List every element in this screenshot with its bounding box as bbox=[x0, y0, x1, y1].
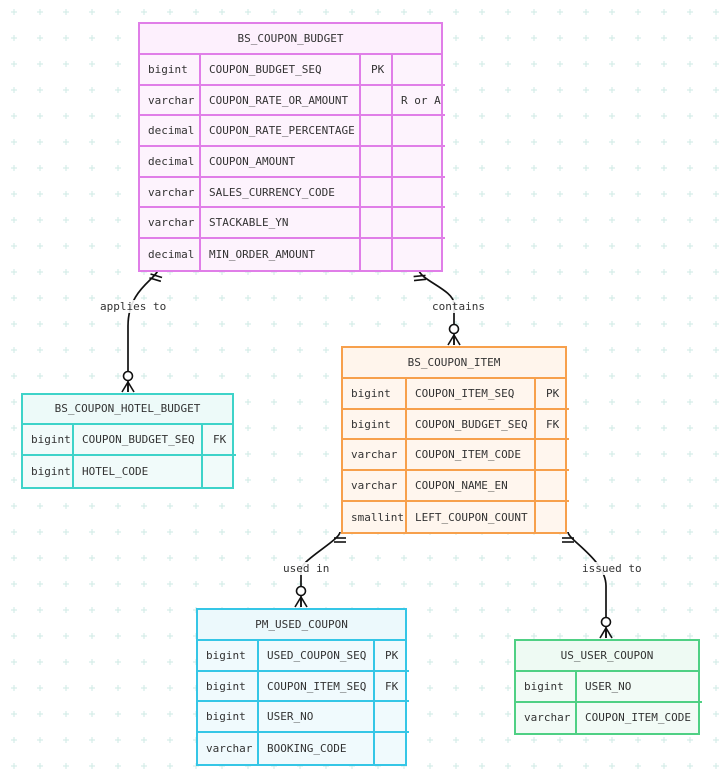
attribute-name: BOOKING_CODE bbox=[259, 733, 375, 764]
attribute-name: SALES_CURRENCY_CODE bbox=[201, 177, 361, 209]
attribute-type: varchar bbox=[343, 440, 407, 472]
attribute-name: COUPON_BUDGET_SEQ bbox=[74, 425, 203, 456]
attribute-type: varchar bbox=[140, 177, 201, 209]
attribute-type: bigint bbox=[23, 456, 74, 487]
attribute-name: COUPON_AMOUNT bbox=[201, 147, 361, 178]
entity-title: BS_COUPON_HOTEL_BUDGET bbox=[23, 395, 232, 425]
attribute-comment bbox=[393, 208, 445, 240]
cardinality-zero-or-many bbox=[599, 616, 613, 639]
attribute-type: varchar bbox=[140, 85, 201, 117]
relationship-label: applies to bbox=[98, 300, 169, 313]
attribute-type: decimal bbox=[140, 147, 201, 178]
attribute-key: PK bbox=[375, 641, 409, 672]
entity-title: US_USER_COUPON bbox=[516, 641, 698, 672]
cardinality-exactly-one bbox=[413, 274, 427, 282]
attribute-key bbox=[361, 147, 393, 178]
attribute-name: LEFT_COUPON_COUNT bbox=[407, 501, 536, 533]
attribute-name: MIN_ORDER_AMOUNT bbox=[201, 239, 361, 270]
attribute-key bbox=[361, 208, 393, 240]
cardinality-exactly-one bbox=[334, 537, 346, 543]
cardinality-zero-or-many bbox=[121, 370, 135, 393]
attribute-key bbox=[361, 177, 393, 209]
attribute-key: FK bbox=[536, 410, 569, 441]
cardinality-zero-or-many bbox=[294, 585, 308, 608]
attribute-name: COUPON_NAME_EN bbox=[407, 471, 536, 502]
attribute-name: COUPON_RATE_PERCENTAGE bbox=[201, 116, 361, 148]
attribute-key: PK bbox=[361, 55, 393, 86]
cardinality-zero-or-many bbox=[447, 323, 461, 346]
attribute-name: STACKABLE_YN bbox=[201, 208, 361, 240]
attribute-name: USER_NO bbox=[259, 702, 375, 734]
cardinality-exactly-one bbox=[149, 273, 163, 283]
attribute-type: varchar bbox=[343, 471, 407, 502]
attribute-type: bigint bbox=[198, 671, 259, 703]
attribute-name: COUPON_ITEM_CODE bbox=[407, 440, 536, 472]
cardinality-exactly-one bbox=[562, 537, 574, 543]
attribute-key: FK bbox=[203, 425, 236, 456]
attribute-key bbox=[361, 85, 393, 117]
attribute-type: bigint bbox=[23, 425, 74, 456]
attribute-type: smallint bbox=[343, 501, 407, 533]
attribute-name: USER_NO bbox=[577, 672, 702, 703]
attribute-comment: R or A bbox=[393, 86, 445, 117]
attribute-type: decimal bbox=[140, 116, 201, 148]
attribute-key: PK bbox=[536, 379, 569, 410]
attribute-type: bigint bbox=[198, 702, 259, 734]
attribute-name: COUPON_BUDGET_SEQ bbox=[201, 55, 361, 86]
attribute-key bbox=[361, 116, 393, 148]
attribute-comment bbox=[393, 147, 445, 178]
relationship-item-user bbox=[562, 531, 613, 639]
entity-title: PM_USED_COUPON bbox=[198, 610, 405, 641]
relationship-budget-hotel bbox=[121, 269, 163, 393]
attribute-type: bigint bbox=[140, 55, 201, 86]
relationship-line bbox=[567, 531, 607, 638]
attribute-key bbox=[361, 239, 393, 270]
attribute-name: COUPON_ITEM_CODE bbox=[585, 711, 691, 725]
attribute-name: COUPON_RATE_OR_AMOUNT bbox=[201, 85, 361, 117]
attribute-key bbox=[375, 702, 409, 734]
attribute-key bbox=[536, 471, 569, 502]
attribute-type: bigint bbox=[343, 379, 407, 410]
attribute-comment bbox=[393, 239, 445, 270]
relationship-line bbox=[127, 269, 159, 392]
attribute-comment bbox=[393, 55, 445, 86]
attribute-type: bigint bbox=[198, 641, 259, 672]
attribute-type: varchar bbox=[140, 208, 201, 240]
attribute-key bbox=[536, 502, 569, 533]
attribute-key bbox=[375, 733, 409, 764]
entity-title: BS_COUPON_BUDGET bbox=[140, 24, 441, 55]
relationship-label: issued to bbox=[580, 562, 644, 575]
attribute-type: varchar bbox=[198, 733, 259, 764]
attribute-comment bbox=[393, 178, 445, 209]
attribute-type: varchar bbox=[516, 702, 577, 733]
attribute-name: USED_COUPON_SEQ bbox=[259, 641, 375, 672]
attribute-type: bigint bbox=[343, 409, 407, 441]
attribute-type: decimal bbox=[140, 239, 201, 270]
attribute-name: COUPON_BUDGET_SEQ bbox=[407, 409, 536, 441]
attribute-key: FK bbox=[375, 672, 409, 703]
entity-title: BS_COUPON_ITEM bbox=[343, 348, 565, 379]
attribute-key bbox=[203, 456, 236, 487]
attribute-key bbox=[536, 440, 569, 472]
attribute-name: COUPON_ITEM_SEQ bbox=[259, 671, 375, 703]
relationship-label: contains bbox=[430, 300, 487, 313]
attribute-comment bbox=[393, 116, 445, 148]
relationship-label: used in bbox=[281, 562, 332, 575]
attribute-name: COUPON_ITEM_SEQ bbox=[407, 379, 536, 410]
attribute-type: bigint bbox=[516, 672, 577, 703]
attribute-name: HOTEL_CODE bbox=[74, 456, 203, 487]
